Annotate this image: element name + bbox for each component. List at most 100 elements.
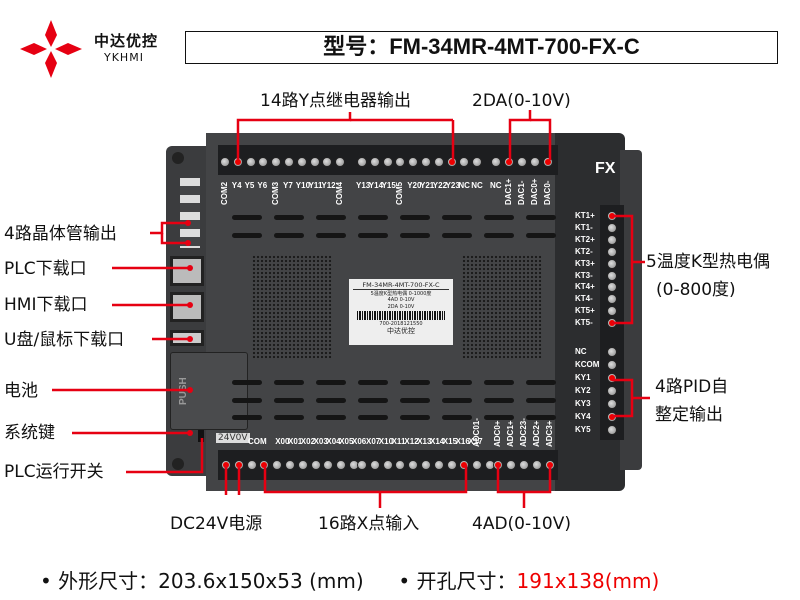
sticker-line: 2DA 0-10V [387,303,415,310]
terminal-screw [472,157,483,167]
terminal-screw [607,270,617,281]
terminal-screw [506,460,516,470]
run-switch[interactable] [198,430,204,442]
vent-slot [400,215,430,220]
dims-label: • 外形尺寸： [40,569,159,593]
vent-slot [358,233,388,238]
vent-slot [316,215,346,220]
terminal-label: KT2- [575,246,593,256]
terminal-label: Y13 [356,181,371,190]
terminal-screw [607,425,617,435]
vent-slot [274,233,304,238]
terminal-screw [607,282,617,293]
terminal-screw [607,258,617,269]
vent-slot [442,380,472,385]
terminal-label: Y12 [321,181,336,190]
label-pid: 4路PID自 [655,377,729,397]
terminal-label: X12 [404,437,419,446]
vent-slot [484,215,514,220]
terminal-screw [382,460,393,470]
terminal-label: X02 [300,437,316,446]
label-relay-output: 14路Y点继电器输出 [260,91,412,111]
label-pid-2: 整定输出 [655,405,723,425]
terminal-screw [607,386,617,396]
terminal-screw [271,157,282,167]
hmi-usb-port [170,292,204,322]
vent-slot [274,415,304,420]
terminal-label: X15 [442,437,458,446]
speaker-grille-right [462,255,542,360]
cutout-value: 191x138(mm) [516,569,660,593]
terminal-label: KT5- [575,318,593,328]
plc-usb-port [170,256,204,286]
terminal-screw [607,399,617,409]
vent-slot [274,215,304,220]
terminal-label: Y15 [381,181,396,190]
terminal-label: KY3 [575,399,591,408]
terminal-label: KT3- [575,270,593,280]
terminal-label: KT1- [575,222,593,232]
terminal-screw [607,222,617,233]
terminal-screw [517,157,527,167]
mount-hole [172,152,184,164]
terminal-label: COM [248,437,267,446]
vent-slot [400,380,430,385]
vent-slot [358,415,388,420]
terminal-label: X16 [455,437,470,446]
brand-name-en: YKHMI [104,51,144,64]
terminal-screw [323,460,334,470]
sticker-line: 4AD 0-10V [387,297,415,303]
sticker-brand: 中达优控 [387,326,415,335]
label-plc-download: PLC下载口 [4,259,87,279]
terminal-screw [446,157,457,167]
terminal-screw [491,157,501,167]
label-power: DC24V电源 [170,514,263,534]
terminal-screw [309,157,320,167]
vent-slot [232,380,262,385]
label-ad: 4AD(0-10V) [472,514,572,534]
sticker-line: 5温度K型热电偶 0-1000度 [370,290,432,297]
terminal-label: Y6 [257,181,268,190]
label-hmi-download: HMI下载口 [4,295,88,315]
terminal-label: KY4 [575,412,591,421]
terminal-label: Y10 [295,181,311,190]
label-run-switch: PLC运行开关 [4,462,104,482]
terminal-label: KT3+ [575,258,595,268]
vent-slot [232,398,262,403]
terminal-label: X06 [352,437,367,446]
vent-slot [526,215,556,220]
terminal-label: Y14 [368,181,384,190]
terminal-screw [335,157,346,167]
terminal-label: X17 [468,437,483,446]
vent-slot [400,233,430,238]
vent-slot [400,398,430,403]
vent-slot [442,233,472,238]
vent-slot [442,215,472,220]
terminal-screw [296,157,307,167]
terminal-screw [446,460,457,470]
terminal-label: KCOM [575,360,600,369]
cutout-label: • 开孔尺寸： [398,569,517,593]
vent-slot [526,415,556,420]
terminal-screw [284,157,294,167]
transistor-output-connectors [180,178,200,248]
dims-value: 203.6x150x53 (mm) [158,569,364,593]
vent-slot [316,380,346,385]
vent-slot [316,415,346,420]
terminal-screw [258,157,269,167]
terminal-label: NC [471,181,483,190]
terminal-label: KY2 [575,386,591,395]
terminal-label: Y21 [420,181,435,190]
terminal-screw [433,460,444,470]
terminal-screw [421,157,431,167]
label-da: 2DA(0-10V) [472,91,571,111]
terminal-label: KT4+ [575,282,595,292]
terminal-screw [297,460,308,470]
vent-slot [526,233,556,238]
terminal-screw [607,246,617,257]
label-transistor-output: 4路晶体管输出 [4,224,117,244]
vent-slot [232,233,262,238]
label-thermocouple-range: (0-800度) [656,280,736,300]
terminal-screw [607,373,617,383]
